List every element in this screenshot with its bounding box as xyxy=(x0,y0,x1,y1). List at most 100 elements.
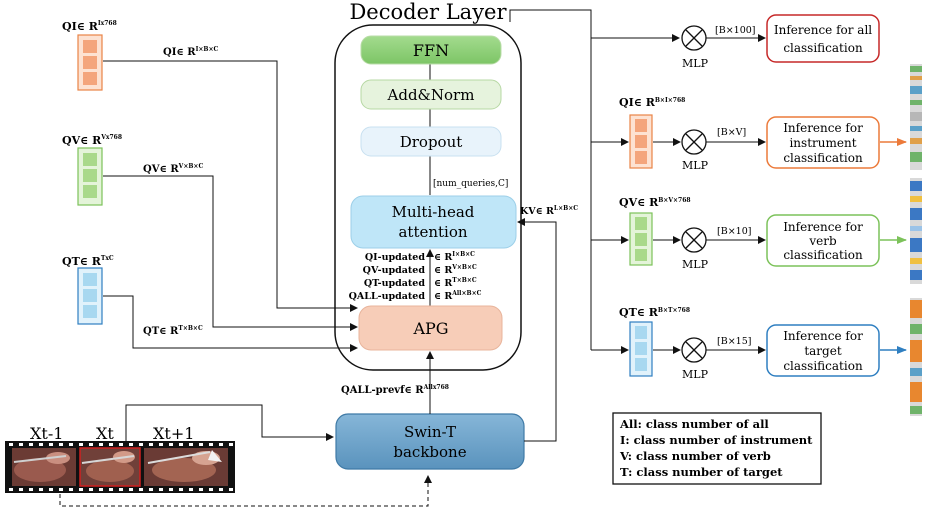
qv-edge-label: QV∈ RV×B×C xyxy=(143,163,203,175)
qall-updated-dim: ∈ RAll×B×C xyxy=(434,290,482,302)
query-qt: QT∈ RTxC xyxy=(62,255,114,325)
output-trunk xyxy=(509,9,680,354)
decoder-output-trunk xyxy=(509,9,592,350)
instrument-q-label: QI∈ RB×I×768 xyxy=(619,96,685,109)
inference-target-line1: Inference for xyxy=(783,329,863,343)
qt-token xyxy=(83,289,97,302)
backbone-label-line2: backbone xyxy=(393,443,466,461)
addnorm-label: Add&Norm xyxy=(387,86,475,104)
inference-verb-line1: Inference for xyxy=(783,220,863,234)
frames-to-backbone-edge xyxy=(125,404,334,441)
apg-label: APG xyxy=(412,319,448,338)
inference-target-line3: classification xyxy=(783,359,863,373)
head-all-dim: [B×100] xyxy=(715,25,756,36)
legend-box xyxy=(612,412,822,485)
instrument-token xyxy=(635,151,647,164)
qv-token xyxy=(83,153,97,166)
instrument-token xyxy=(635,119,647,132)
query-qv: QV∈ RVx768 xyxy=(62,134,122,206)
target-token xyxy=(635,342,647,355)
verb-token xyxy=(635,217,647,230)
qi-updated-name: QI-updated xyxy=(365,252,425,263)
qt-token xyxy=(83,305,97,318)
qv-token xyxy=(83,185,97,198)
legend: All: class number of all I: class number… xyxy=(612,412,822,485)
frame-t-plus-1 xyxy=(144,448,228,486)
legend-item: All: class number of all xyxy=(619,417,769,431)
inference-instrument-box xyxy=(766,116,880,169)
target-token xyxy=(635,358,647,371)
qv-updated-dim: ∈ RV×B×C xyxy=(434,264,477,276)
inference-verb-line2: verb xyxy=(808,234,837,248)
backbone-label-line1: Swin-T xyxy=(404,423,456,441)
prediction-strips xyxy=(910,64,922,416)
inference-target-line2: target xyxy=(804,344,841,358)
inference-instrument-line2: instrument xyxy=(789,136,856,150)
inference-verb-box xyxy=(766,214,880,267)
verb-q-label: QV∈ RB×V×768 xyxy=(619,196,691,209)
mha-label-line1: Multi-head xyxy=(392,203,475,221)
head-instrument-dim: [B×V] xyxy=(717,127,746,138)
inference-all-line1: Inference for all xyxy=(774,23,872,37)
query-edges xyxy=(103,60,358,352)
decoder-title: Decoder Layer xyxy=(349,0,507,24)
addnorm-block xyxy=(360,79,502,110)
verb-token xyxy=(635,233,647,246)
qt-updated-dim: ∈ RT×B×C xyxy=(434,277,477,289)
verb-token xyxy=(635,249,647,261)
qi-updated-dim: ∈ RI×B×C xyxy=(434,251,475,263)
target-token xyxy=(635,326,647,339)
inference-target-box xyxy=(766,324,880,377)
mlp-verb-label: MLP xyxy=(682,258,709,271)
mlp-instrument-label: MLP xyxy=(682,159,709,172)
qi-token xyxy=(83,72,97,85)
ffn-label: FFN xyxy=(413,41,449,60)
qv-token xyxy=(83,169,97,182)
qt-edge-label: QT∈ RT×B×C xyxy=(143,325,203,337)
head-target: QT∈ RB×T×768 MLP [B×15] Inference for ta… xyxy=(619,306,907,381)
qi-label: QI∈ RIx768 xyxy=(62,20,117,33)
frames-dashed-feedback-edge xyxy=(59,475,432,507)
qt-updated-name: QT-updated xyxy=(364,278,425,289)
head-instrument: QI∈ RB×I×768 MLP [B×V] Inference for ins… xyxy=(619,96,907,172)
mlp-target-label: MLP xyxy=(682,368,709,381)
video-frames: Xt-1 Xt Xt+1 xyxy=(5,424,235,493)
inference-instrument-line3: classification xyxy=(783,151,863,165)
target-q-label: QT∈ RB×T×768 xyxy=(619,306,690,319)
legend-item: V: class number of verb xyxy=(619,449,771,463)
inference-instrument-line1: Inference for xyxy=(783,121,863,135)
qt-label: QT∈ RTxC xyxy=(62,255,114,268)
kv-label: KV∈ RL×B×C xyxy=(520,205,578,217)
updated-query-list: QI-updated ∈ RI×B×C QV-updated ∈ RV×B×C … xyxy=(349,251,482,302)
prevf-label: QALL-prevf∈ RAllx768 xyxy=(341,384,449,396)
mha-label-line2: attention xyxy=(398,223,467,241)
qall-updated-name: QALL-updated xyxy=(349,291,426,302)
legend-item: T: class number of target xyxy=(620,465,783,479)
frame-t-minus-1 xyxy=(12,448,76,486)
instrument-prediction-strip xyxy=(910,64,922,170)
ffn-block xyxy=(360,35,502,65)
decoder-layer: Decoder Layer FFN Add&Norm Dropout [num_… xyxy=(334,0,522,371)
qi-edge-label: QI∈ RI×B×C xyxy=(163,46,219,58)
film-perforations xyxy=(9,443,233,491)
qt-to-apg-edge xyxy=(103,295,358,352)
inference-verb-line3: classification xyxy=(783,248,863,262)
qi-token xyxy=(83,40,97,53)
mha-dim-label: [num_queries,C] xyxy=(433,179,508,189)
dropout-label: Dropout xyxy=(400,133,463,151)
qi-to-apg-edge xyxy=(103,60,358,312)
head-verb-dim: [B×10] xyxy=(717,226,751,237)
frame-label-t-minus-1: Xt-1 xyxy=(30,424,63,443)
verb-prediction-strip xyxy=(910,178,922,284)
head-verb: QV∈ RB×V×768 MLP [B×10] Inference for ve… xyxy=(619,196,907,271)
head-all: MLP [B×100] Inference for all classifica… xyxy=(681,14,880,70)
apg-block xyxy=(358,305,503,351)
legend-item: I: class number of instrument xyxy=(620,433,813,447)
qv-updated-name: QV-updated xyxy=(363,265,426,276)
inference-all-line2: classification xyxy=(783,41,863,55)
frame-label-t: Xt xyxy=(96,424,114,443)
head-target-dim: [B×15] xyxy=(717,336,751,347)
qt-token xyxy=(83,273,97,286)
frame-label-t-plus-1: Xt+1 xyxy=(153,424,194,443)
